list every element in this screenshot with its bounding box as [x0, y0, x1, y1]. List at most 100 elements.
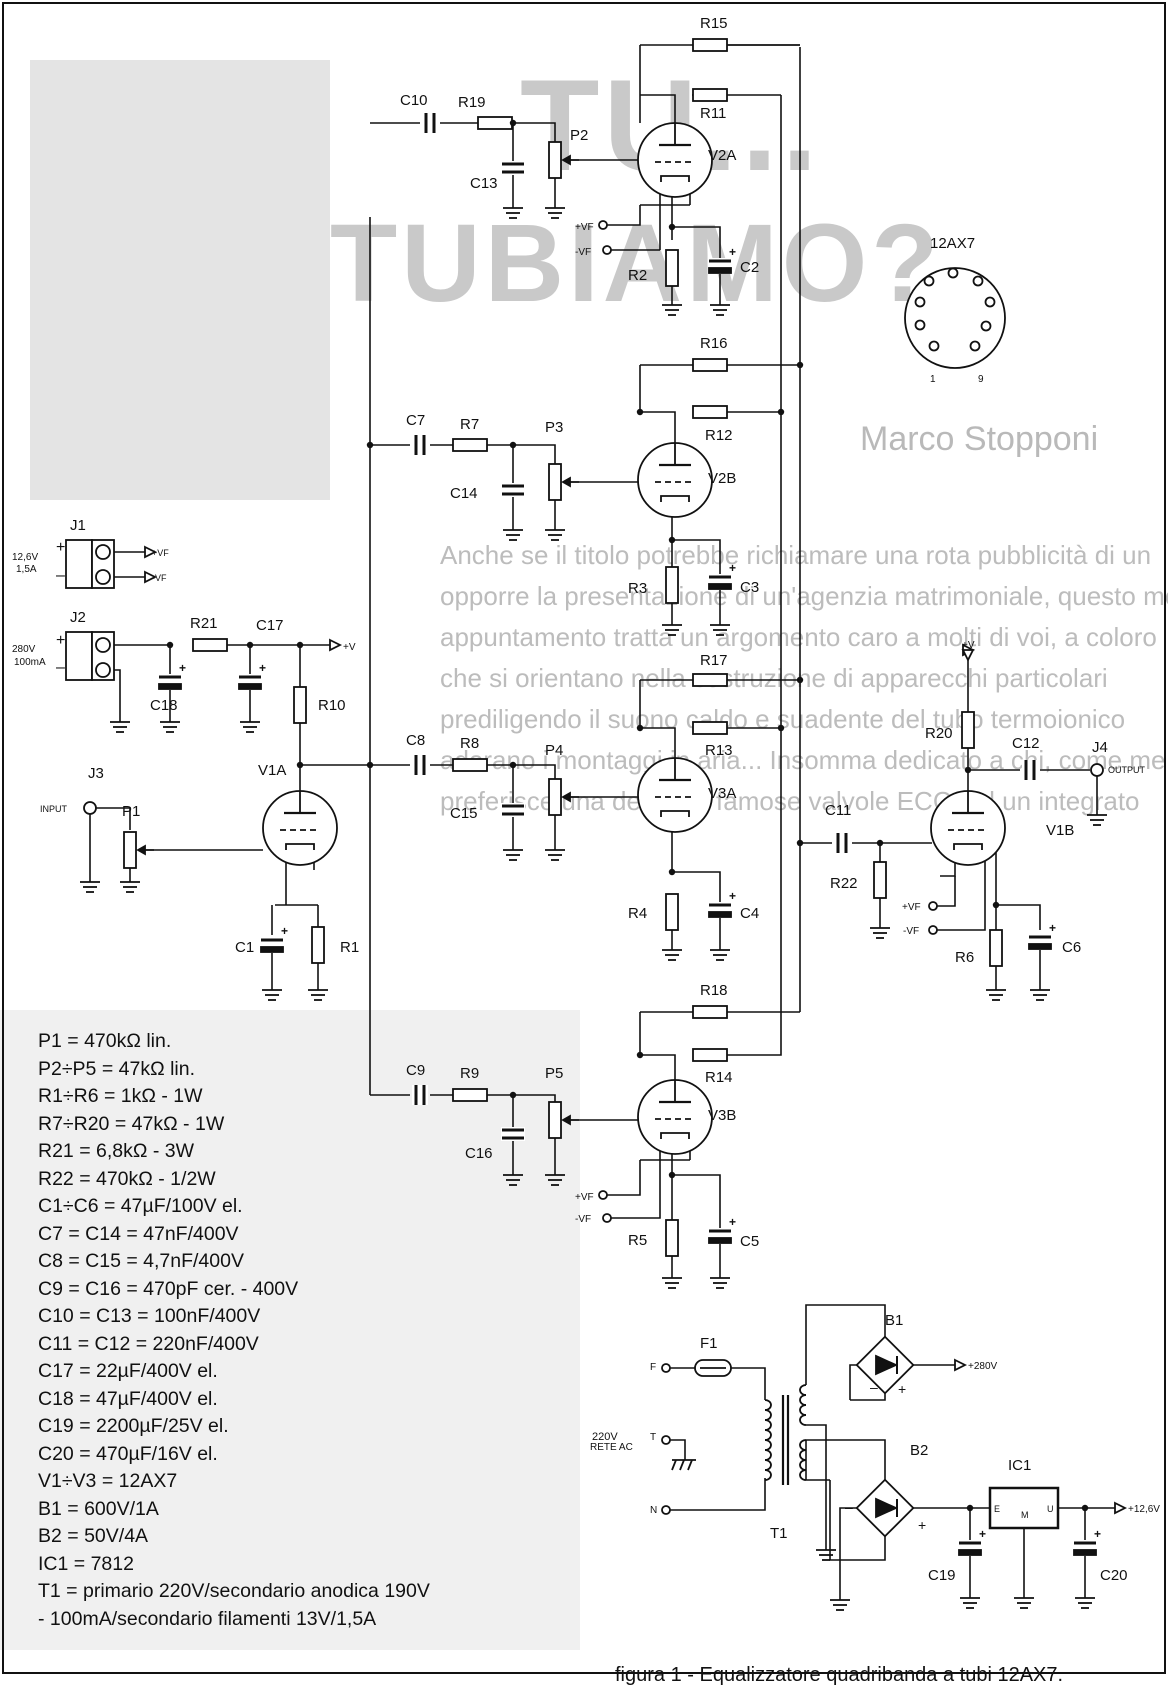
- arrow-icon: [329, 638, 343, 652]
- pot-label: P1: [122, 803, 140, 820]
- input-label: INPUT: [40, 804, 68, 814]
- wire: [806, 1424, 827, 1550]
- polarity-mark: +: [918, 1517, 926, 1533]
- polarity-mark: –: [845, 1499, 853, 1515]
- transformer-coil: [799, 1394, 807, 1406]
- mains-label: RETE AC: [590, 1442, 633, 1453]
- pot-label: P3: [545, 419, 563, 436]
- capacitor-label: C14: [450, 485, 478, 502]
- wire: [849, 1364, 857, 1400]
- wire: [996, 904, 1041, 930]
- potentiometer: [123, 831, 137, 869]
- resistor-label: R8: [460, 735, 479, 752]
- connector-label: J3: [88, 765, 104, 782]
- wire: [607, 205, 641, 226]
- capacitor-label: C9: [406, 1062, 425, 1079]
- paragraph-line: appuntamento tratta un argomento caro a …: [440, 622, 1157, 652]
- capacitor-label: C20: [1100, 1567, 1128, 1584]
- electrolytic-capacitor: [958, 1549, 982, 1556]
- screw-icon: [95, 662, 111, 678]
- polarity-mark: +: [729, 1215, 736, 1229]
- wiper-arrow-icon: [561, 1114, 571, 1126]
- resistor-label: R7: [460, 416, 479, 433]
- output-label: OUTPUT: [1108, 765, 1146, 775]
- wire: [805, 1304, 886, 1385]
- polarity-mark: +: [729, 245, 736, 259]
- parts-list-row: B2 = 50V/4A: [38, 1525, 149, 1547]
- wire: [490, 1094, 556, 1120]
- junction-dot: [876, 839, 884, 847]
- author-ghost: Marco Stopponi: [860, 420, 1099, 458]
- parts-list-row: C1÷C6 = 47µF/100V el.: [38, 1195, 243, 1217]
- junction-dot: [668, 536, 676, 544]
- resistor: [692, 1048, 728, 1062]
- resistor-label: R15: [700, 15, 728, 32]
- wire: [299, 764, 370, 791]
- resistor-label: R20: [925, 725, 953, 742]
- resistor: [692, 358, 728, 372]
- electrolytic-capacitor: [708, 1237, 732, 1244]
- terminal: [598, 220, 608, 230]
- wire: [672, 1174, 721, 1230]
- resistor: [989, 929, 1003, 967]
- resistor: [692, 38, 728, 52]
- resistor: [452, 1088, 488, 1102]
- transformer-coil: [764, 1409, 772, 1421]
- wire: [829, 1480, 886, 1561]
- tube-label: V1B: [1046, 822, 1074, 839]
- polarity-mark: –: [56, 567, 65, 584]
- socket-pin: [914, 319, 926, 331]
- wire: [90, 807, 131, 830]
- transformer-label: T1: [770, 1525, 788, 1542]
- resistor-label: R13: [705, 742, 733, 759]
- polarity-mark: +: [898, 1381, 906, 1397]
- wiper-arrow-icon: [561, 791, 571, 803]
- parts-list-row: C10 = C13 = 100nF/400V: [38, 1305, 261, 1327]
- tube-label: V3A: [708, 785, 736, 802]
- junction-dot: [509, 1091, 517, 1099]
- vf-plus-label: +VF: [575, 1192, 594, 1203]
- tube-label: V1A: [258, 762, 286, 779]
- parts-list-row: R21 = 6,8kΩ - 3W: [38, 1140, 195, 1162]
- tube-cathode: [660, 175, 690, 182]
- plus-v-label: +V: [343, 642, 356, 653]
- paragraph-line: che si orientano nella costruzione di ap…: [440, 663, 1108, 693]
- parts-list-row: P1 = 470kΩ lin.: [38, 1030, 172, 1052]
- terminal: [598, 1190, 608, 1200]
- tube-label: V3B: [708, 1107, 736, 1124]
- electrolytic-capacitor: [708, 583, 732, 590]
- transformer-coil: [799, 1469, 807, 1481]
- junction-dot: [796, 839, 804, 847]
- supply-label: 100mA: [14, 657, 46, 668]
- transformer-coil: [764, 1419, 772, 1431]
- junction-dot: [509, 441, 517, 449]
- electrolytic-capacitor: [708, 911, 732, 918]
- electrolytic-capacitor: [238, 683, 262, 690]
- junction-dot: [296, 641, 304, 649]
- arrow-icon: [1114, 1501, 1128, 1515]
- wire: [937, 850, 986, 931]
- connector-label: J4: [1092, 739, 1108, 756]
- vf-plus-label: +VF: [152, 548, 169, 558]
- resistor-label: R11: [700, 105, 726, 122]
- tube-cathode: [660, 810, 690, 817]
- parts-list-row: T1 = primario 220V/secondario anodica 19…: [38, 1580, 430, 1602]
- polarity-mark: +: [56, 632, 65, 649]
- resistor: [452, 758, 488, 772]
- electrolytic-capacitor: [158, 683, 182, 690]
- transformer-coil: [764, 1449, 772, 1461]
- electrolytic-capacitor: [260, 946, 284, 953]
- regulator-label: IC1: [1008, 1457, 1031, 1474]
- terminal: [661, 1435, 671, 1445]
- junction-dot: [668, 223, 676, 231]
- electrolytic-capacitor: [1028, 943, 1052, 950]
- earth-icon: [687, 1459, 693, 1471]
- electrolytic-capacitor: [708, 267, 732, 274]
- transformer-coil: [799, 1459, 807, 1471]
- socket-pin: [914, 296, 926, 308]
- capacitor-gap: [1022, 760, 1038, 780]
- resistor-label: R14: [705, 1069, 733, 1086]
- wire: [490, 444, 556, 482]
- wire: [640, 727, 676, 758]
